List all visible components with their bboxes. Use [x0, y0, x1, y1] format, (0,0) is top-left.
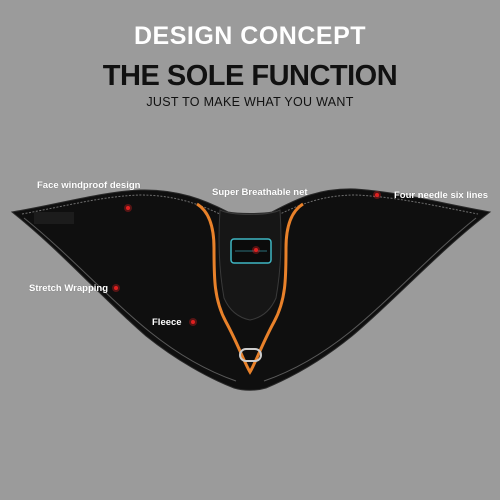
stitch-line-right [263, 217, 477, 382]
callout-four-needle: Four needle six lines [394, 190, 488, 201]
stitch-line-outer [21, 194, 479, 220]
callout-marker-fleece [189, 318, 197, 326]
stitch-line-left [23, 217, 237, 382]
mask-tag [34, 212, 74, 224]
callout-marker-needle [373, 191, 381, 199]
brand-logo [239, 348, 262, 362]
orange-trim [196, 202, 304, 375]
nose-panel [218, 209, 282, 321]
callout-marker-stretch [112, 284, 120, 292]
callout-marker-face [124, 204, 132, 212]
page-tagline: JUST TO MAKE WHAT YOU WANT [146, 95, 354, 109]
callout-face-windproof: Face windproof design [37, 180, 141, 191]
callout-stretch-wrapping: Stretch Wrapping [29, 283, 108, 294]
page-subtitle: THE SOLE FUNCTION [102, 60, 398, 92]
callout-fleece: Fleece [152, 317, 182, 328]
callout-breathable-net: Super Breathable net [212, 187, 308, 198]
page-title: DESIGN CONCEPT [133, 22, 367, 50]
callout-marker-breathable [252, 246, 260, 254]
